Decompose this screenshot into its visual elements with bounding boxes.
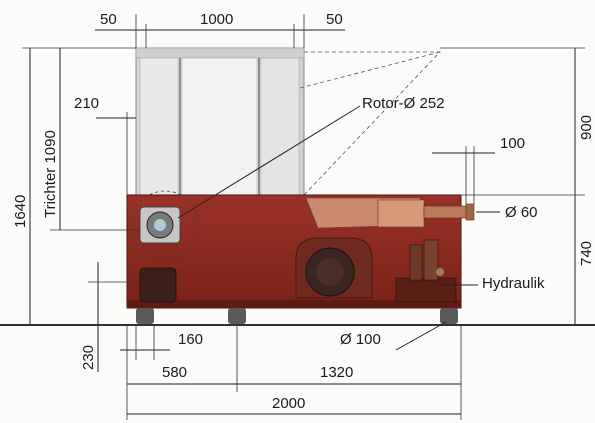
rotor-housing <box>130 190 200 260</box>
dim-foot-diameter: Ø 100 <box>340 331 381 348</box>
dim-total-width: 2000 <box>272 395 305 412</box>
dim-outlet-offset: 100 <box>500 135 525 152</box>
dim-hopper-offset: 210 <box>74 95 99 112</box>
dim-upper-height: 900 <box>578 115 595 140</box>
dim-hopper-height: Trichter 1090 <box>42 130 59 218</box>
dim-top-right-margin: 50 <box>326 11 343 28</box>
machine-body <box>126 190 475 309</box>
dim-foot-height: 230 <box>80 345 97 370</box>
dimension-lines <box>22 14 585 420</box>
outlet-pipe <box>423 205 471 219</box>
drive-motor <box>295 237 373 299</box>
dim-rotor: Rotor-Ø 252 <box>362 95 445 112</box>
discharge-chute <box>139 267 177 303</box>
dim-outlet-diameter: Ø 60 <box>505 204 538 221</box>
dim-hydraulic: Hydraulik <box>482 275 545 292</box>
machine-feet <box>136 308 458 324</box>
hydraulic-unit <box>395 239 457 303</box>
dim-left-width: 580 <box>162 364 187 381</box>
dim-top-left-margin: 50 <box>100 11 117 28</box>
dim-height-total: 1640 <box>12 195 29 228</box>
dim-right-width: 1320 <box>320 364 353 381</box>
dim-top-width: 1000 <box>200 11 233 28</box>
dim-lower-height: 740 <box>578 241 595 266</box>
hopper <box>135 47 441 196</box>
dim-foot-offset: 160 <box>178 331 203 348</box>
